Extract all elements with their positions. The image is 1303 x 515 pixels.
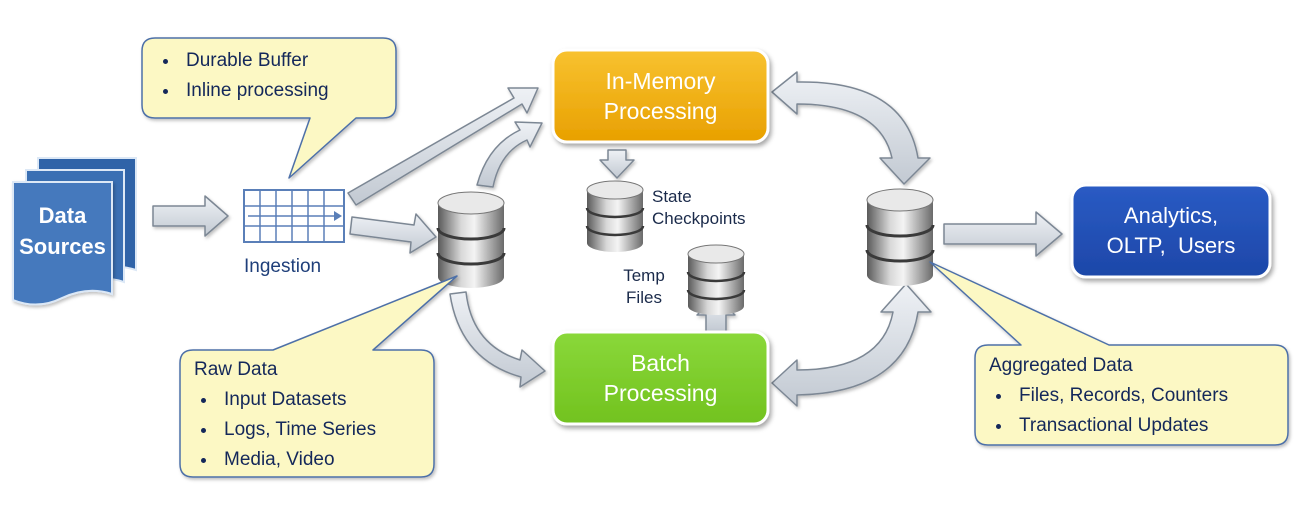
arrow-ingestion-to-in-memory (347, 87, 539, 206)
callout-item-durable-buffer: Durable Buffer (180, 46, 392, 76)
batch-line1: Batch (631, 350, 690, 376)
in-memory-line2: Processing (603, 98, 718, 124)
in-memory-label: In-Memory Processing (553, 50, 768, 142)
raw-data-callout-text: Raw Data Input Datasets Logs, Time Serie… (194, 355, 429, 475)
in-memory-line1: In-Memory (605, 68, 716, 94)
analytics-line1: Analytics, (1123, 203, 1219, 228)
arrow-in-memory-to-state (599, 149, 635, 179)
raw-data-db-icon (436, 191, 506, 288)
temp-line2: Files (626, 288, 662, 307)
raw-data-title: Raw Data (194, 359, 278, 380)
raw-item-input-datasets: Input Datasets (218, 385, 429, 415)
analytics-label: Analytics, OLTP, Users (1072, 185, 1270, 277)
arrow-raw-db-to-batch (449, 291, 546, 388)
raw-item-media-video: Media, Video (218, 445, 429, 475)
aggregated-data-callout-bubble (929, 261, 1289, 446)
analytics-box (1070, 183, 1272, 279)
aggregated-data-title: Aggregated Data (989, 355, 1133, 376)
state-line2: Checkpoints (652, 209, 746, 228)
batch-line2: Processing (603, 380, 718, 406)
data-sources-label: Data Sources (13, 195, 112, 267)
agg-item-files-records: Files, Records, Counters (1013, 381, 1284, 411)
aggregated-data-callout-text: Aggregated Data Files, Records, Counters… (989, 351, 1284, 441)
batch-label: Batch Processing (553, 332, 768, 424)
data-sources-line2: Sources (19, 234, 106, 259)
state-checkpoints-label: State Checkpoints (652, 186, 772, 230)
state-checkpoints-db-icon (585, 180, 645, 252)
ingestion-callout-text: Durable Buffer Inline processing (142, 46, 392, 106)
raw-data-callout-bubble (179, 275, 458, 478)
arrow-raw-db-to-in-memory (476, 121, 543, 188)
temp-files-label: Temp Files (614, 265, 674, 309)
data-sources-line1: Data (38, 203, 87, 228)
arrow-in-memory-agg-db-bidirectional (771, 71, 931, 185)
arrow-batch-agg-db-bidirectional (771, 283, 932, 407)
state-line1: State (652, 187, 692, 206)
arrow-ingestion-to-raw-db (349, 213, 437, 254)
arrow-sources-to-ingestion (152, 195, 229, 237)
ingestion-buffer-icon (243, 189, 345, 243)
data-sources-icon (12, 157, 137, 306)
analytics-line2: OLTP, Users (1106, 233, 1236, 258)
temp-line1: Temp (623, 266, 665, 285)
ingestion-callout-bubble (141, 37, 397, 179)
agg-item-transactional-updates: Transactional Updates (1013, 411, 1284, 441)
aggregated-data-db-icon (865, 188, 935, 286)
temp-files-db-icon (686, 244, 746, 315)
ingestion-label: Ingestion (244, 256, 322, 277)
raw-item-logs-time-series: Logs, Time Series (218, 415, 429, 445)
arrow-agg-db-to-analytics (943, 211, 1063, 257)
in-memory-processing-box (551, 48, 770, 144)
callout-item-inline-processing: Inline processing (180, 76, 392, 106)
batch-processing-box (551, 330, 770, 426)
